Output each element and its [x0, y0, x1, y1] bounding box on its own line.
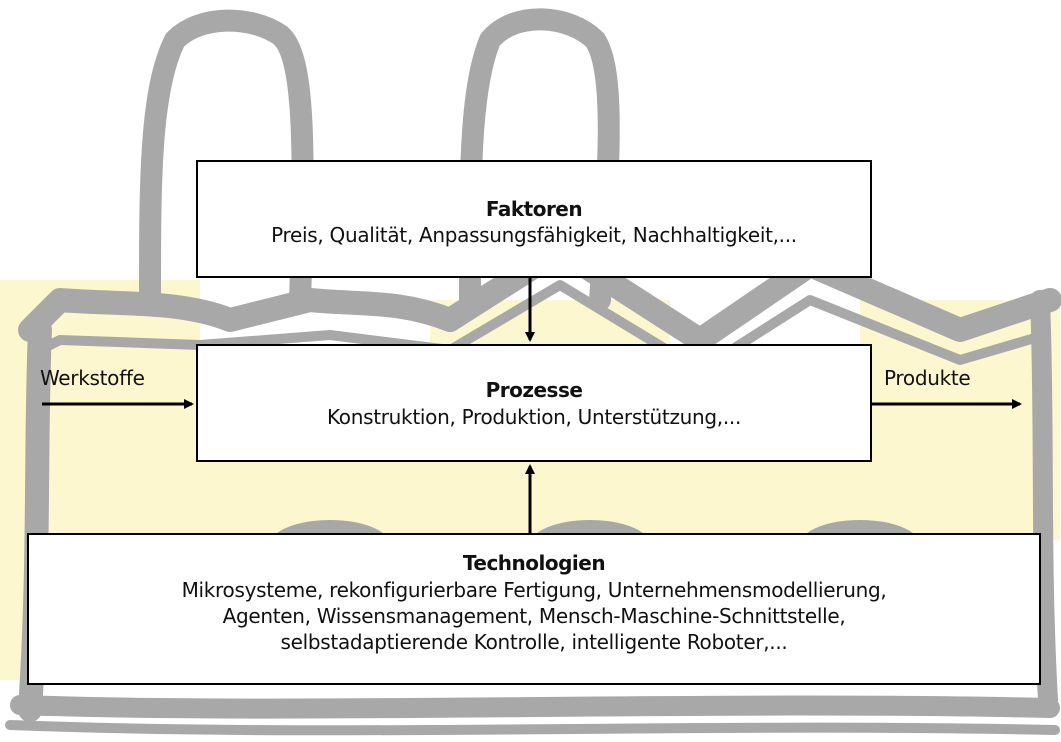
technologien-box: Technologien Mikrosysteme, rekonfigurier… — [27, 533, 1041, 685]
prozesse-title: Prozesse — [485, 378, 583, 402]
technologien-line: selbstadaptierende Kontrolle, intelligen… — [280, 630, 788, 654]
werkstoffe-label: Werkstoffe — [40, 366, 145, 390]
technologien-line: Mikrosysteme, rekonfigurierbare Fertigun… — [181, 578, 887, 602]
faktoren-title: Faktoren — [485, 197, 583, 221]
prozesse-items: Konstruktion, Produktion, Unterstützung,… — [326, 405, 742, 429]
produkte-label: Produkte — [884, 366, 971, 390]
faktoren-items: Preis, Qualität, Anpassungsfähigkeit, Na… — [271, 223, 797, 247]
technologien-line: Agenten, Wissensmanagement, Mensch-Masch… — [222, 604, 846, 628]
faktoren-box: Faktoren Preis, Qualität, Anpassungsfähi… — [196, 160, 872, 278]
technologien-title: Technologien — [462, 551, 606, 575]
prozesse-box: Prozesse Konstruktion, Produktion, Unter… — [196, 344, 872, 462]
